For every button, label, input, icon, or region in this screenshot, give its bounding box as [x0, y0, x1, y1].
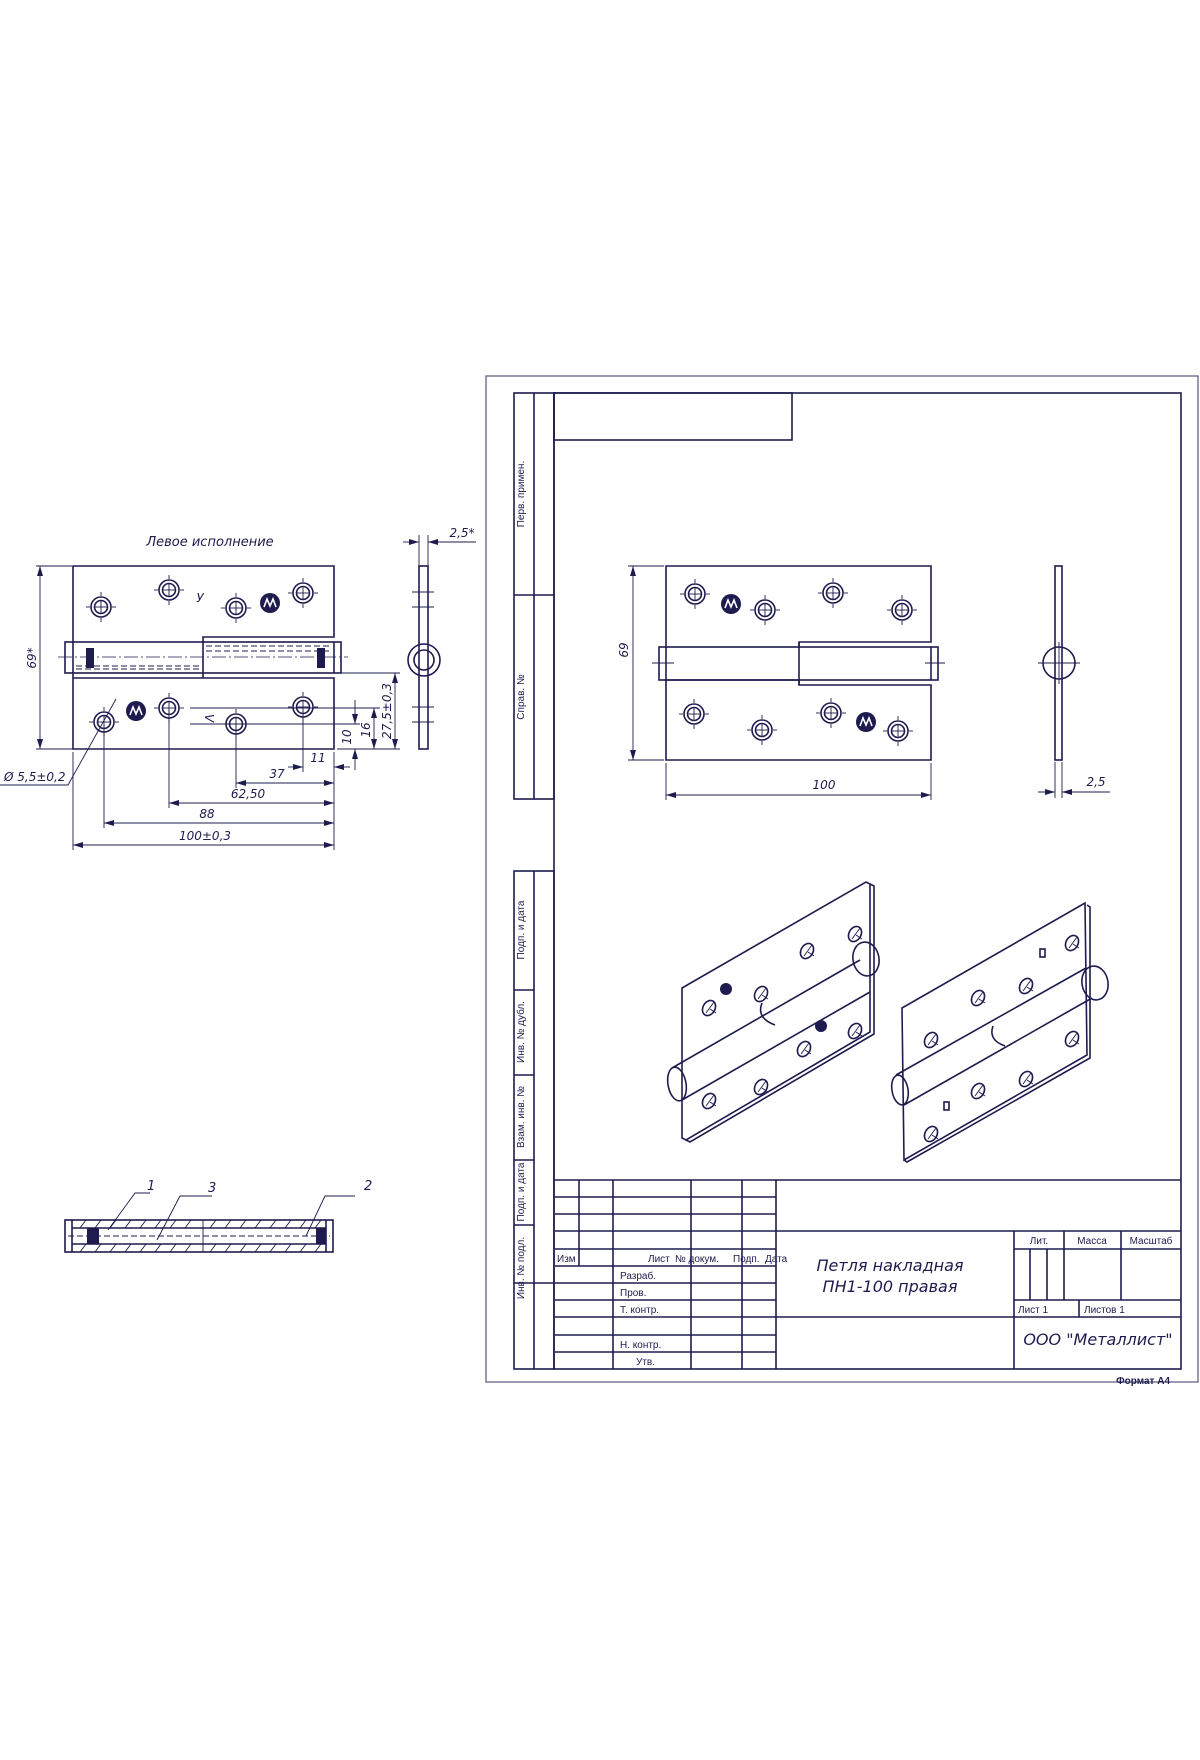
screw-hole	[817, 577, 849, 609]
sheet-format: Формат А4	[1116, 1376, 1170, 1387]
isometric-view-closed	[890, 901, 1109, 1163]
callout-1: 1	[147, 1179, 155, 1194]
strip-label: Взам. инв. №	[516, 1086, 527, 1148]
screw-hole	[815, 697, 847, 729]
screw-hole	[886, 594, 918, 626]
side-profile	[418, 565, 429, 750]
dim-thickness: 2,5*	[449, 526, 474, 540]
role-developer: Разраб.	[620, 1270, 656, 1282]
lower-leaf	[72, 673, 335, 750]
screw-hole	[678, 698, 710, 730]
dim-62-50: 62,50	[231, 787, 266, 801]
upper-leaf	[665, 565, 932, 647]
callout-2: 2	[364, 1179, 372, 1194]
strip-label: Подп. и дата	[516, 900, 527, 959]
drawing-designation: ПН1-100 правая	[823, 1277, 958, 1296]
lit-label: Лит.	[1030, 1236, 1048, 1247]
role-checker: Пров.	[620, 1288, 646, 1299]
mass-label: Масса	[1077, 1236, 1107, 1247]
strip-label: Справ. №	[516, 674, 527, 720]
drawing-title: Петля накладная	[816, 1256, 963, 1275]
strip-label: Перв. примен.	[516, 461, 527, 527]
dim-10: 10	[340, 729, 354, 745]
company-name: ООО "Металлист"	[1023, 1330, 1172, 1349]
sheet-number: Лист 1	[1018, 1305, 1049, 1316]
screw-hole	[85, 591, 117, 623]
screw-hole	[679, 578, 711, 610]
isometric-view-open	[666, 881, 880, 1143]
screw-hole	[220, 592, 252, 624]
manufacturer-logo	[855, 711, 877, 733]
dim-height: 69	[617, 642, 631, 657]
header-signature: Подп.	[733, 1254, 760, 1265]
dim-11: 11	[310, 751, 325, 765]
lower-leaf	[665, 679, 932, 761]
role-approved: Утв.	[636, 1357, 655, 1368]
header-doc-number: № докум.	[675, 1254, 719, 1265]
scale-label: Масштаб	[1130, 1235, 1173, 1247]
sheet-frame: Перв. примен. Справ. № Подп. и дата Инв.…	[485, 375, 1199, 1383]
header-date: Дата	[765, 1254, 788, 1265]
dim-16: 16	[359, 722, 373, 738]
direction-mark: Λ	[203, 714, 217, 723]
screw-hole	[749, 594, 781, 626]
upper-leaf	[72, 565, 335, 642]
dim-thickness: 2,5	[1086, 775, 1105, 789]
leader-line	[0, 698, 117, 786]
strip-label: Инв. № дубл.	[515, 1001, 527, 1063]
role-tech-control: Т. контр.	[620, 1305, 659, 1316]
dim-width: 100	[813, 778, 836, 792]
callout-3: 3	[208, 1181, 216, 1196]
dim-height: 69*	[25, 647, 39, 668]
left-view-caption: Левое исполнение	[145, 535, 273, 550]
dim-100: 100±0,3	[179, 829, 231, 843]
strip-label: Инв. № подл.	[516, 1237, 527, 1299]
dim-27-5: 27,5±0,3	[380, 683, 394, 739]
right-hand-hinge-view: 69 100 2,5	[617, 565, 1110, 800]
screw-hole	[287, 577, 319, 609]
sheet-count: Листов 1	[1084, 1305, 1125, 1316]
manufacturer-logo	[720, 593, 742, 615]
header-list: Лист	[648, 1254, 670, 1265]
screw-hole	[882, 715, 914, 747]
top-doc-box	[553, 392, 793, 441]
dim-37: 37	[269, 767, 285, 781]
manufacturer-logo	[125, 700, 147, 722]
dim-hole-diameter: Ø 5,5±0,2	[3, 770, 65, 784]
screw-hole	[153, 574, 185, 606]
header-izm: Изм	[557, 1254, 576, 1265]
title-block: Изм Лист № докум. Подп. Дата Разраб. Про…	[554, 1179, 1181, 1387]
manufacturer-logo	[259, 592, 281, 614]
knuckle-section: 1 3 2	[64, 1179, 372, 1253]
strip-label: Подп. и дата	[516, 1162, 527, 1221]
direction-mark: У	[196, 591, 204, 605]
role-norm-control: Н. контр.	[620, 1340, 661, 1351]
dim-88: 88	[199, 807, 215, 821]
screw-hole	[746, 714, 778, 746]
left-hand-hinge-view: Левое исполнение У Λ 69* 2,5*	[0, 526, 476, 850]
